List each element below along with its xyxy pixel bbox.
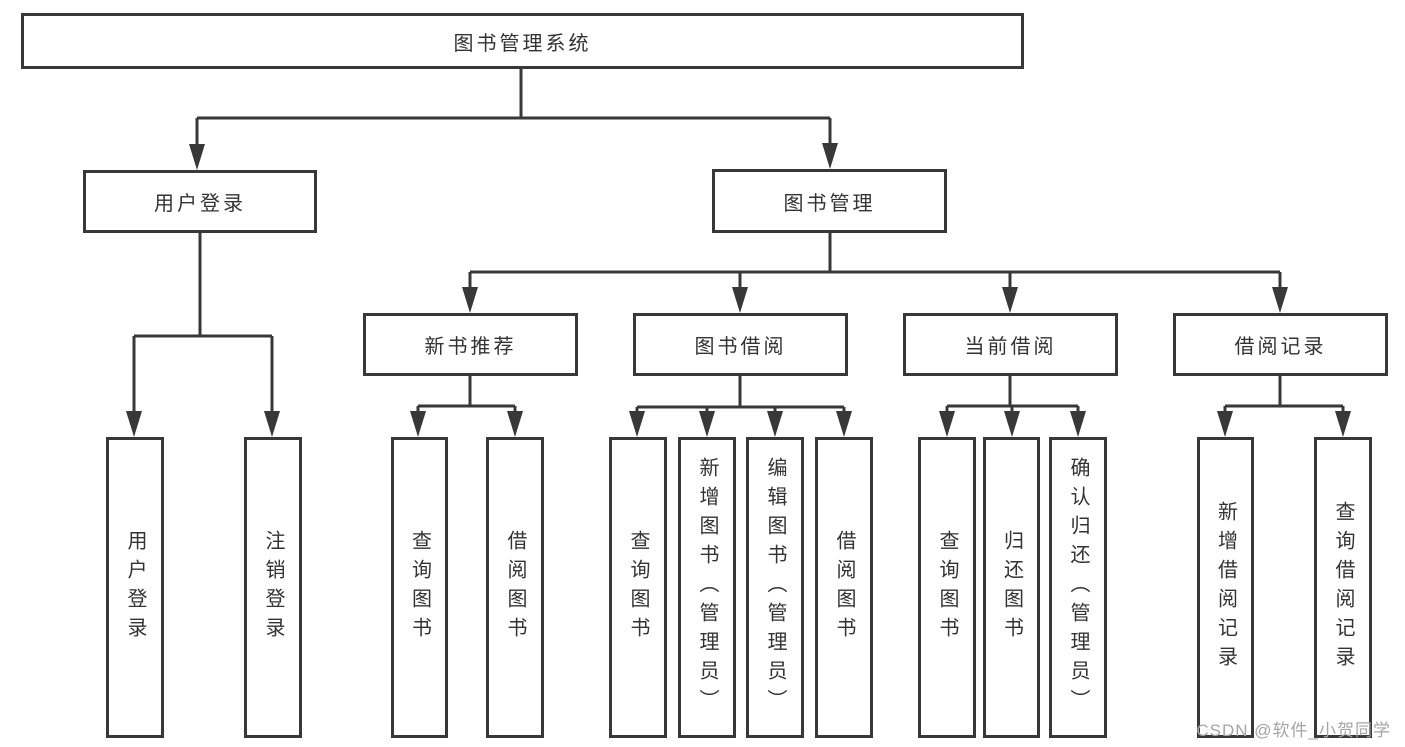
- node-label: 注销登录: [262, 529, 284, 646]
- leaf-logout-login: 注销登录: [244, 437, 302, 738]
- node-library-management-system: 图书管理系统: [21, 13, 1024, 69]
- node-book-borrowing: 图书借阅: [633, 313, 848, 376]
- node-label: 编辑图书（管理员）: [764, 457, 786, 718]
- node-label: 查询图书: [408, 529, 431, 646]
- node-label: 用户登录: [124, 529, 146, 646]
- leaf-add-borrow-record: 新增借阅记录: [1197, 437, 1254, 738]
- leaf-user-login: 用户登录: [106, 437, 164, 738]
- node-label: 图书管理: [783, 192, 876, 215]
- node-user-login: 用户登录: [83, 170, 317, 233]
- leaf-add-books-admin: 新增图书（管理员）: [678, 437, 736, 738]
- node-label: 新增借阅记录: [1214, 500, 1237, 675]
- node-label: 当前借阅: [964, 336, 1057, 358]
- node-label: 用户登录: [154, 193, 246, 215]
- leaf-borrow-books-borrowing: 借阅图书: [815, 437, 873, 738]
- node-label: 新增图书（管理员）: [696, 457, 718, 718]
- csdn-watermark: CSDN @软件_小贺同学: [1196, 721, 1391, 740]
- node-label: 图书管理系统: [453, 32, 592, 55]
- leaf-query-books-recommend: 查询图书: [391, 437, 448, 738]
- node-label: 归还图书: [1000, 529, 1023, 646]
- leaf-edit-books-admin: 编辑图书（管理员）: [746, 437, 804, 738]
- node-new-book-recommendation: 新书推荐: [363, 313, 578, 376]
- node-book-management: 图书管理: [712, 169, 947, 233]
- node-label: 查询图书: [936, 529, 958, 646]
- leaf-confirm-return-admin: 确认归还（管理员）: [1049, 437, 1107, 738]
- node-borrowing-records: 借阅记录: [1173, 313, 1388, 376]
- leaf-query-borrow-record: 查询借阅记录: [1314, 437, 1372, 738]
- node-current-borrowing: 当前借阅: [903, 313, 1118, 376]
- node-label: 借阅记录: [1234, 336, 1327, 358]
- leaf-return-books: 归还图书: [983, 437, 1040, 738]
- leaf-query-books-borrowing: 查询图书: [609, 437, 667, 738]
- leaf-query-books-current: 查询图书: [918, 437, 976, 738]
- node-label: 查询借阅记录: [1332, 500, 1354, 675]
- node-label: 确认归还（管理员）: [1067, 457, 1089, 718]
- node-label: 查询图书: [627, 529, 649, 646]
- leaf-borrow-books-recommend: 借阅图书: [486, 437, 544, 738]
- node-label: 借阅图书: [833, 529, 855, 646]
- node-label: 图书借阅: [694, 336, 787, 358]
- node-label: 借阅图书: [504, 529, 526, 646]
- node-label: 新书推荐: [424, 336, 517, 358]
